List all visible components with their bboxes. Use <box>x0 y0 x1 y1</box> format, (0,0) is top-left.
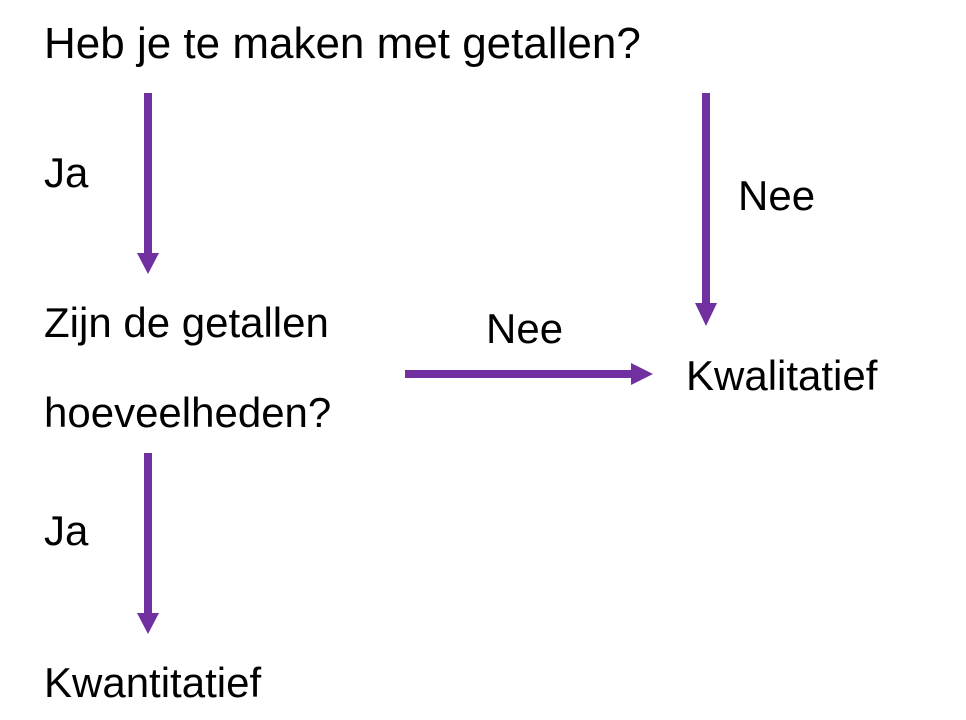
arrow-right-icon <box>405 363 653 385</box>
question-numbers: Heb je te maken met getallen? <box>44 19 641 68</box>
arrow-down-icon <box>137 453 159 634</box>
result-qualitative: Kwalitatief <box>686 352 878 399</box>
arrow-down-icon <box>137 93 159 274</box>
question-quantities-line2: hoeveelheden? <box>44 389 332 436</box>
label-no-1: Nee <box>738 172 816 219</box>
question-quantities-line1: Zijn de getallen <box>44 299 329 346</box>
arrow-down-icon <box>695 93 717 326</box>
result-quantitative: Kwantitatief <box>44 659 262 706</box>
label-no-2: Nee <box>486 305 564 352</box>
label-yes-2: Ja <box>44 507 89 554</box>
label-yes-1: Ja <box>44 149 89 196</box>
